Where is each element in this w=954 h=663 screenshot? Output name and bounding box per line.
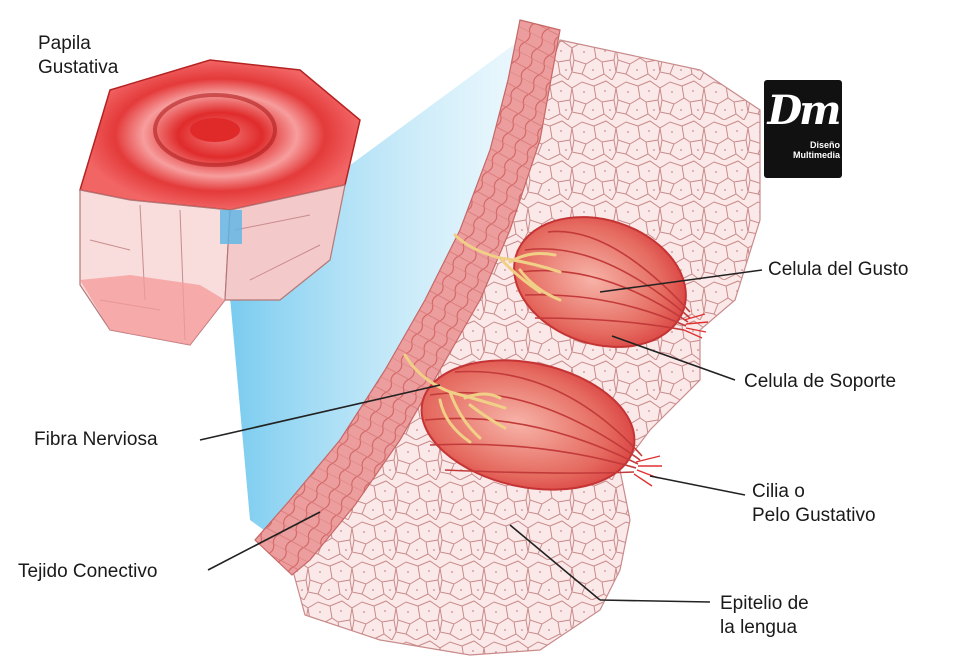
leader-epitelio-end <box>600 600 710 602</box>
label-cilia: Cilia o Pelo Gustativo <box>752 480 876 528</box>
label-cilia-line2: Pelo Gustativo <box>752 504 876 528</box>
label-cilia-line1: Cilia o <box>752 480 876 504</box>
label-celula-de-soporte: Celula de Soporte <box>744 370 896 394</box>
dm-logo-text: Diseño Multimedia <box>764 140 840 160</box>
dm-logo-line1: Diseño <box>764 140 840 150</box>
label-epitelio-line1: Epitelio de <box>720 592 809 616</box>
label-papila-gustativa: Papila Gustativa <box>38 32 118 80</box>
dm-logo-mark: Dm <box>764 88 842 134</box>
label-epitelio-line2: la lengua <box>720 616 809 640</box>
leader-cilia <box>650 476 745 495</box>
dm-logo: Dm Diseño Multimedia <box>764 80 842 178</box>
label-epitelio: Epitelio de la lengua <box>720 592 809 640</box>
label-celula-del-gusto: Celula del Gusto <box>768 258 908 282</box>
label-papila-line1: Papila <box>38 32 118 56</box>
label-fibra-nerviosa: Fibra Nerviosa <box>34 428 158 452</box>
label-papila-line2: Gustativa <box>38 56 118 80</box>
dm-logo-line2: Multimedia <box>764 150 840 160</box>
label-tejido-conectivo: Tejido Conectivo <box>18 560 157 584</box>
